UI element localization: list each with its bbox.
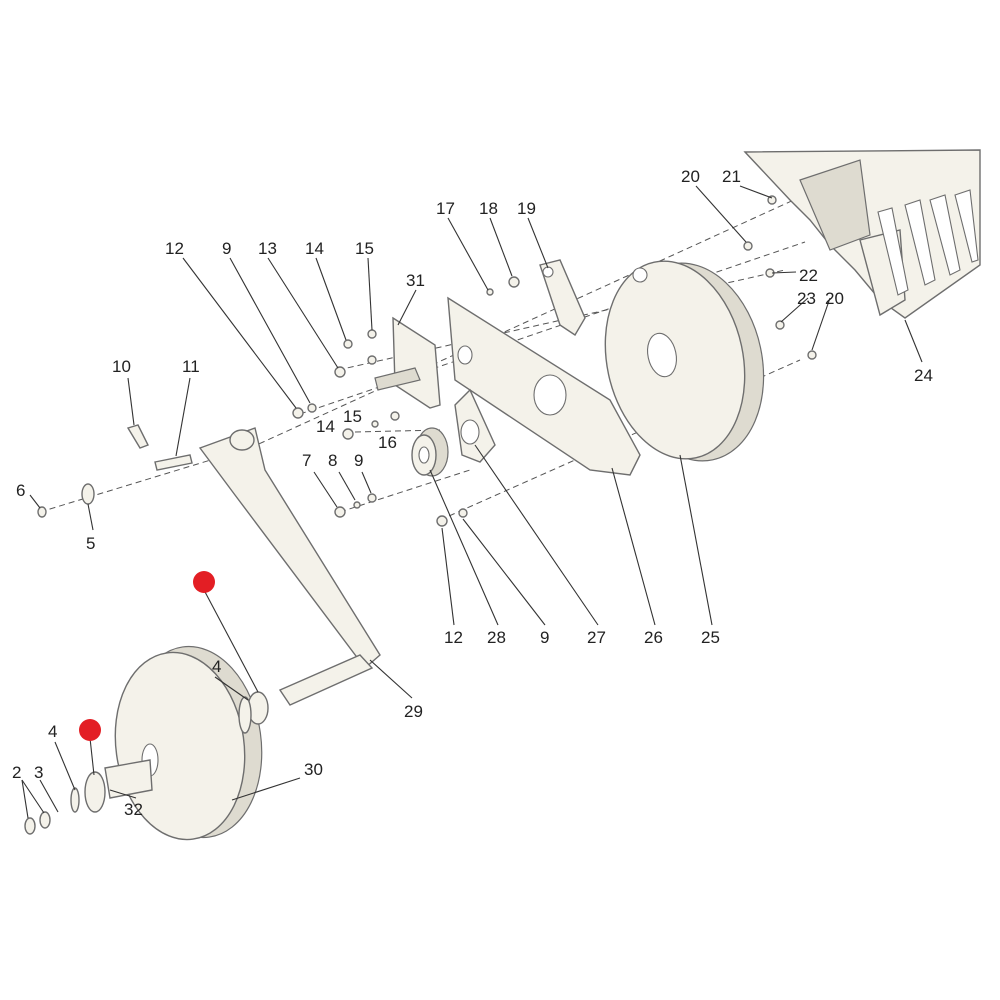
callout-30: 30 (304, 760, 323, 779)
callout-16: 16 (378, 433, 397, 452)
callout-14: 14 (305, 239, 324, 258)
callout-3: 3 (34, 763, 43, 782)
callout-7: 7 (302, 451, 311, 470)
highlight-marker (79, 719, 101, 741)
callout-6: 6 (16, 481, 25, 500)
part-25-disc (604, 260, 765, 462)
callout-13: 13 (258, 239, 277, 258)
callout-8: 8 (328, 451, 337, 470)
callout-15: 15 (355, 239, 374, 258)
callout-10: 10 (112, 357, 131, 376)
callout-4: 4 (212, 657, 221, 676)
fasteners (292, 195, 817, 527)
callout-23: 23 (797, 289, 816, 308)
callout-9: 9 (354, 451, 363, 470)
callout-28: 28 (487, 628, 506, 647)
callout-20: 20 (681, 167, 700, 186)
callout-12: 12 (165, 239, 184, 258)
callout-21: 21 (722, 167, 741, 186)
part-19-bracket (539, 259, 586, 336)
callout-19: 19 (517, 199, 536, 218)
part-29-arm (198, 427, 381, 706)
callout-26: 26 (644, 628, 663, 647)
callout-11: 11 (182, 357, 200, 376)
callout-27: 27 (587, 628, 606, 647)
callout-9: 9 (540, 628, 549, 647)
callout-4: 4 (48, 722, 57, 741)
callout-18: 18 (479, 199, 498, 218)
part-30-wheel (114, 645, 263, 841)
callout-20: 20 (825, 289, 844, 308)
callout-14: 14 (316, 417, 335, 436)
callout-31: 31 (406, 271, 425, 290)
part-27-flange (454, 388, 496, 463)
leader-lines (21, 185, 923, 819)
part-26-plate (447, 296, 641, 476)
callout-labels: 2 3 4 4 5 6 7 8 9 9 9 10 11 12 12 13 14 … (12, 167, 933, 819)
callout-24: 24 (914, 366, 933, 385)
highlight-marker (193, 571, 215, 593)
part-32-hub (24, 424, 269, 835)
callout-5: 5 (86, 534, 95, 553)
callout-17: 17 (436, 199, 455, 218)
callout-29: 29 (404, 702, 423, 721)
callout-22: 22 (799, 266, 818, 285)
callout-25: 25 (701, 628, 720, 647)
part-24-frame (743, 149, 981, 319)
part-31-bracket (374, 316, 441, 409)
callout-15: 15 (343, 407, 362, 426)
callout-12: 12 (444, 628, 463, 647)
callout-2: 2 (12, 763, 21, 782)
callout-9: 9 (222, 239, 231, 258)
part-28-bearing (411, 427, 449, 477)
callout-32: 32 (124, 800, 143, 819)
